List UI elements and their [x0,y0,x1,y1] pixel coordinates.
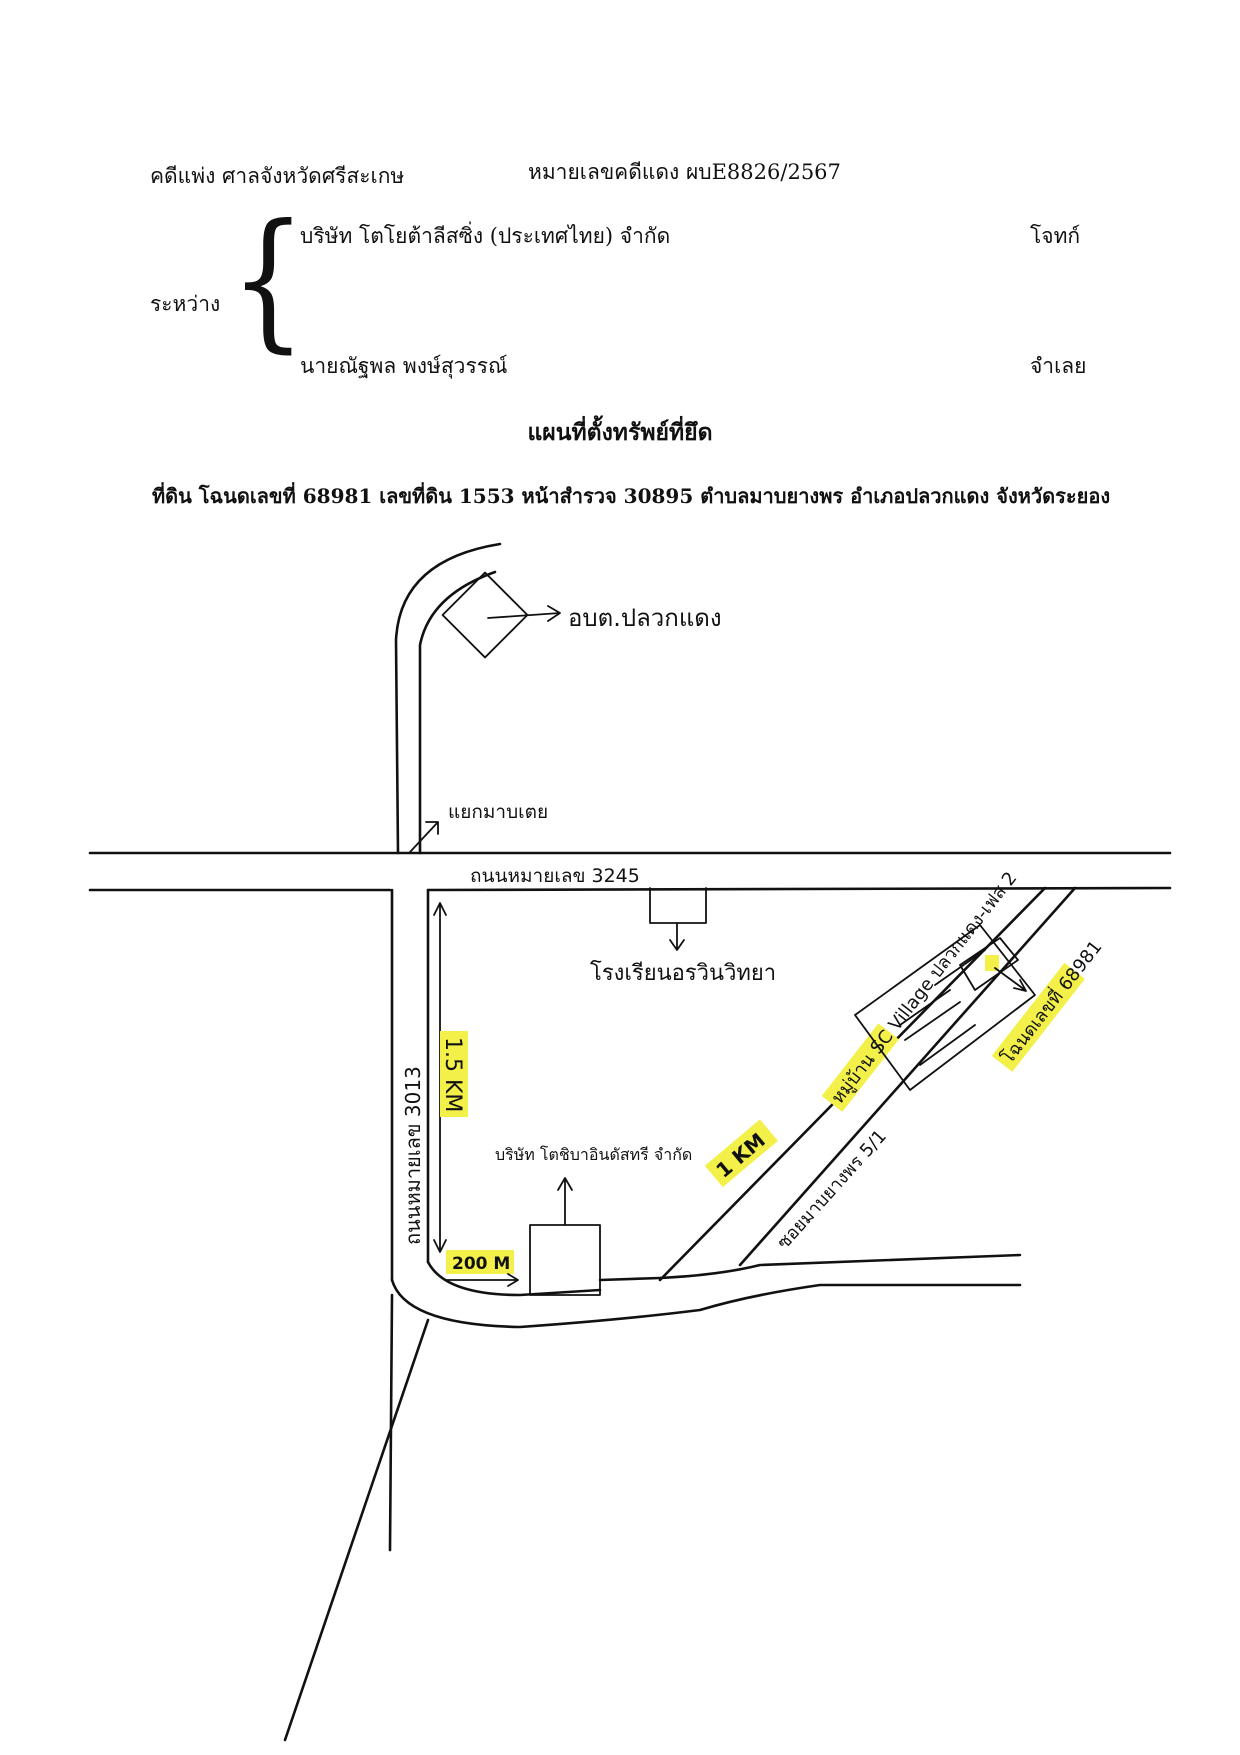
plaintiff-role: โจทก์ [1030,224,1081,248]
north-road-left-edge [394,542,502,855]
road-3013-label: ถนนหมายเลข 3013 [401,1066,425,1245]
southwest-road-right [283,1318,430,1742]
defendant-name: นายณัฐพล พงษ์สุวรรณ์ [300,354,508,378]
school-icon [649,887,707,924]
distance-1km-highlight [704,1119,778,1188]
district-office-label: อบต.ปลวกแดง [568,604,722,632]
brace-icon: { [230,193,307,367]
soi-label: ซอยมาบยางพร 5/1 [773,1126,891,1253]
case-type: คดีแพ่ง ศาลจังหวัดศรีสะเกษ [150,164,405,188]
diagonal-road-right [738,886,1077,1267]
company-arrow [557,1177,573,1226]
plot-marker-highlight [985,955,999,971]
company-building-icon [529,1224,601,1296]
intersection-label: แยกมาบเตย [448,801,548,823]
plot-arrow [994,967,1027,992]
defendant-role: จำเลย [1030,354,1087,378]
district-office-arrow [487,605,561,622]
road-3245-label: ถนนหมายเลข 3245 [470,865,640,887]
village-label: หมู่บ้าน SC Village ปลวกแดง-เฟส 2 [827,868,1021,1108]
village-plot-outline [854,924,1036,1091]
school-label: โรงเรียนอรวินวิทยา [590,960,776,986]
school-arrow [669,922,685,951]
curve-road-inner [426,1260,602,1297]
distance-200m-label: 200 M [452,1254,510,1274]
southwest-road-left [388,1293,394,1552]
plot-number-highlight [991,962,1085,1072]
company-label: บริษัท โตชิบาอินดัสทรี จำกัด [495,1145,692,1164]
between-label: ระหว่าง [150,292,221,316]
east-road-upper [598,1253,1022,1282]
map-title: แผนที่ตั้งทรัพย์ที่ยึด [527,419,713,446]
distance-15km-highlight [440,1031,468,1117]
district-office-icon [441,571,529,659]
distance-200m-highlight [446,1250,514,1274]
village-inner-lines [899,937,1019,1066]
intersection-arrow [409,821,439,853]
plot-number-label: โฉนดเลขที่ 68981 [995,935,1106,1068]
distance-200m-arrow [445,1273,519,1287]
case-number: หมายเลขคดีแดง ผบE8826/2567 [528,160,841,184]
curve-road-outer [390,1278,1022,1329]
road-3245-bottom-edge-right [426,886,1172,892]
location-map: อบต.ปลวกแดง แยกมาบเตย ถนนหมายเลข 3245 โร… [88,542,1172,1742]
village-highlight [821,1023,899,1112]
distance-15km-label: 1.5 KM [440,1037,465,1112]
plaintiff-name: บริษัท โตโยต้าลีสซิ่ง (ประเทศไทย) จำกัด [300,224,671,248]
land-description: ที่ดิน โฉนดเลขที่ 68981 เลขที่ดิน 1553 ห… [152,484,1111,508]
